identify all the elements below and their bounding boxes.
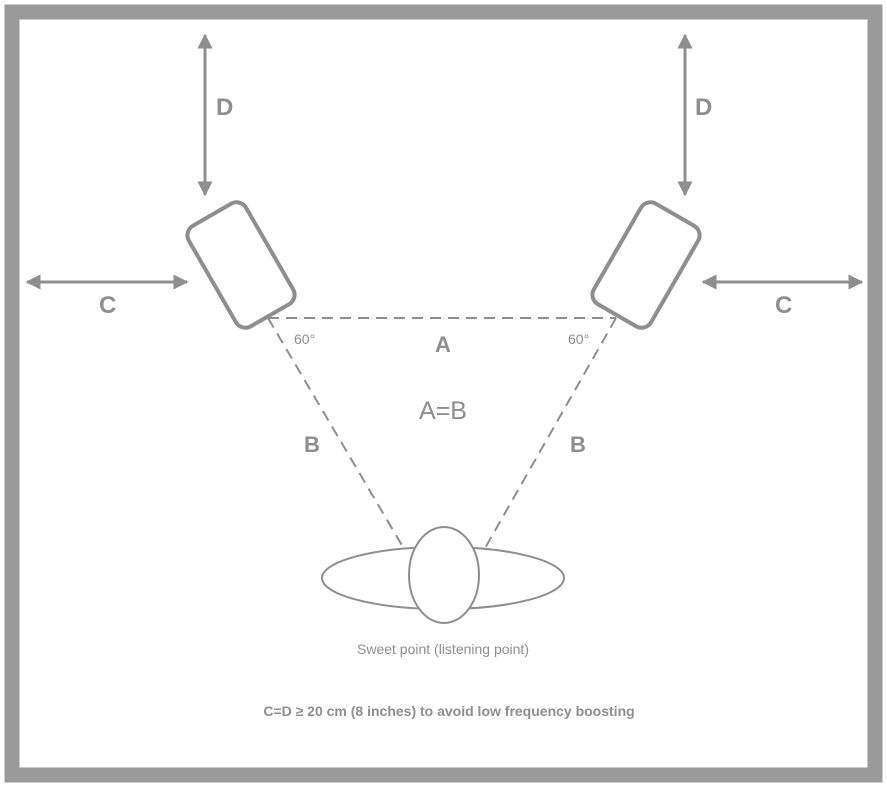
label-d-right: D (695, 94, 712, 121)
equation-label: A=B (419, 397, 467, 425)
footnote: C=D ≥ 20 cm (8 inches) to avoid low freq… (263, 703, 634, 719)
speaker-left (185, 200, 297, 330)
label-d-left: D (216, 94, 233, 121)
sweet-point-caption: Sweet point (listening point) (357, 641, 529, 657)
label-c-right: C (775, 292, 792, 319)
angle-label-right: 60° (568, 331, 589, 347)
distance-b-line-right (475, 317, 617, 565)
label-a: A (435, 332, 451, 357)
distance-b-line-left (267, 317, 414, 565)
label-b-left: B (304, 432, 320, 457)
label-c-left: C (99, 292, 116, 319)
room-frame (4, 4, 883, 783)
listener-head (408, 526, 480, 624)
angle-label-left: 60° (294, 331, 315, 347)
label-b-right: B (570, 432, 586, 457)
speaker-right (590, 200, 702, 330)
